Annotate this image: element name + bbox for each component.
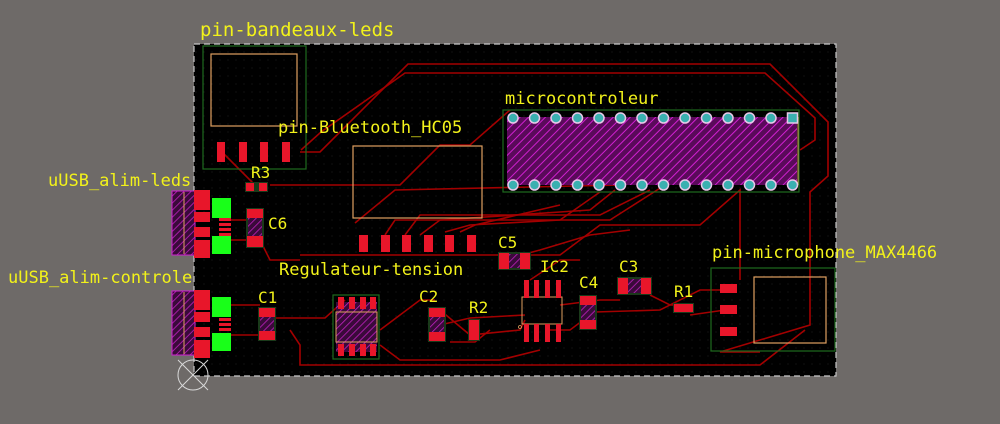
mcu-pin [743,179,756,191]
component-c4[interactable] [579,295,597,330]
label-regulateur-tension[interactable]: Regulateur-tension [279,260,463,280]
mcu-pin [679,179,691,191]
component-uusb-alim-leds[interactable] [171,190,231,258]
pad [282,142,290,162]
label-ic2[interactable]: IC2 [540,257,569,276]
mcu-pin [743,112,756,124]
mcu-pin [507,112,519,124]
mcu-pin [550,112,562,124]
mcu-pin [593,112,605,124]
label-r3[interactable]: R3 [251,163,270,182]
mcu-pin [550,179,562,191]
label-c6[interactable]: C6 [268,214,287,233]
mcu-pin [700,179,713,191]
component-c5[interactable] [498,252,531,270]
label-c3[interactable]: C3 [619,257,638,276]
component-c2[interactable] [428,307,446,342]
label-r2[interactable]: R2 [469,298,488,317]
mcu-pin [786,112,799,124]
label-c5[interactable]: C5 [498,233,517,252]
label-microcontroleur[interactable]: microcontroleur [505,89,659,109]
pad [260,142,268,162]
origin-marker-icon [177,359,209,391]
mcu-pin [700,112,713,124]
label-r1[interactable]: R1 [674,282,693,301]
board-area[interactable] [194,44,836,376]
mcu-pin [786,179,799,191]
mcu-pin [528,179,541,191]
component-uusb-alim-controle[interactable] [171,290,231,358]
label-c1[interactable]: C1 [258,288,277,307]
mcu-pin [571,112,584,124]
component-regulateur-tension[interactable] [359,235,476,252]
mcu-pin [614,179,627,191]
mcu-pin [657,112,670,124]
mcu-pin [636,112,648,124]
mcu-pin [679,112,691,124]
label-pin-bandeaux-leds[interactable]: pin-bandeaux-leds [200,19,394,41]
mcu-pin [657,179,670,191]
mcu-pin [507,179,519,191]
pad [239,142,247,162]
component-c3[interactable] [617,277,652,295]
mcu-pin [528,112,541,124]
component-microcontroleur[interactable] [502,109,800,193]
component-regulator-ic[interactable] [332,294,380,360]
mcu-pin [765,179,777,191]
traces [219,63,829,366]
label-pin-bluetooth[interactable]: pin-Bluetooth_HC05 [278,118,462,138]
mcu-pin [571,179,584,191]
component-r2[interactable] [468,319,480,341]
component-pin-bluetooth[interactable] [352,145,483,219]
label-uusb-alim-leds[interactable]: uUSB_alim-leds [48,171,191,191]
label-c2[interactable]: C2 [419,287,438,306]
mcu-pin [614,112,627,124]
mcu-pin [722,179,734,191]
mcu-pin [722,112,734,124]
mcu-pins [507,112,799,191]
component-r3[interactable] [245,182,268,192]
component-c6[interactable] [246,208,264,248]
label-uusb-alim-controle[interactable]: uUSB_alim-controle [8,268,192,288]
mcu-pin [636,179,648,191]
label-c4[interactable]: C4 [579,273,598,292]
component-pin-microphone[interactable] [710,267,836,352]
component-pin-bandeaux-leds[interactable] [202,45,307,170]
component-ic2[interactable] [518,280,563,342]
label-pin-microphone[interactable]: pin-microphone_MAX4466 [712,243,937,263]
mcu-pin [765,112,777,124]
mcu-pin [593,179,605,191]
component-r1[interactable] [673,303,694,313]
pad [217,142,225,162]
component-c1[interactable] [258,307,276,341]
